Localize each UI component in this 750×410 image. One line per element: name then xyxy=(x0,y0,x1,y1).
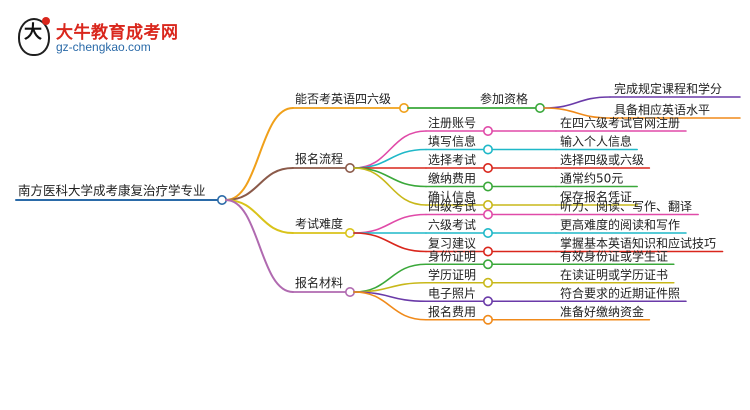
root-node-label[interactable]: 南方医科大学成考康复治疗学专业 xyxy=(18,183,206,198)
sub-label-3-0[interactable]: 身份证明 xyxy=(428,248,476,263)
sub-dot-1-2 xyxy=(482,163,493,174)
leaf-label-3-3[interactable]: 准备好缴纳资金 xyxy=(560,304,644,319)
sub-dot-2-1 xyxy=(482,228,493,239)
leaf-label-3-0[interactable]: 有效身份证或学生证 xyxy=(560,248,668,263)
branch-curve-1 xyxy=(225,167,294,201)
sub-dot-1-1 xyxy=(482,144,493,155)
sub-dot-3-3 xyxy=(482,314,493,325)
leaf-label-0-0[interactable]: 完成规定课程和学分 xyxy=(614,81,722,96)
sub-dot-3-2 xyxy=(482,296,493,307)
branch-label-3[interactable]: 报名材料 xyxy=(295,275,343,290)
sub-dot-1-3 xyxy=(482,181,493,192)
leaf-label-1-3[interactable]: 通常约50元 xyxy=(560,171,623,186)
leaf-label-0-1[interactable]: 具备相应英语水平 xyxy=(614,102,710,117)
leaf-label-2-1[interactable]: 更高难度的阅读和写作 xyxy=(560,217,680,232)
sub-label-0-0[interactable]: 参加资格 xyxy=(480,91,528,106)
branch-dot-0 xyxy=(398,103,409,114)
sub-label-1-0[interactable]: 注册账号 xyxy=(428,115,476,130)
site-logo[interactable]: 大 大牛教育成考网 gz-chengkao.com xyxy=(18,16,178,60)
sub-label-2-0[interactable]: 四级考试 xyxy=(428,199,476,214)
sub-dot-1-0 xyxy=(482,126,493,137)
branch-label-1[interactable]: 报名流程 xyxy=(295,151,343,166)
sub-label-3-3[interactable]: 报名费用 xyxy=(428,304,476,319)
branch-curve-2 xyxy=(225,199,294,234)
sub-label-3-2[interactable]: 电子照片 xyxy=(428,286,476,300)
leaf-label-1-0[interactable]: 在四六级考试官网注册 xyxy=(560,115,680,130)
sub-curve-1-3 xyxy=(353,167,427,188)
sub-label-1-3[interactable]: 缴纳费用 xyxy=(428,171,476,186)
leaf-label-2-0[interactable]: 听力、阅读、写作、翻译 xyxy=(560,200,692,214)
leaf-label-1-4[interactable]: 保存报名凭证 xyxy=(560,189,632,204)
sub-dot-3-1 xyxy=(482,277,493,288)
branch-curve-3 xyxy=(225,199,294,293)
logo-glyph: 大 xyxy=(24,22,42,43)
sub-dot-1-4 xyxy=(482,200,493,211)
branch-label-0[interactable]: 能否考英语四六级 xyxy=(295,92,391,106)
sub-dot-2-0 xyxy=(482,209,493,220)
branch-dot-3 xyxy=(344,286,355,297)
sub-dot-3-0 xyxy=(482,259,493,270)
sub-curve-1-4 xyxy=(353,167,427,206)
leaf-curve-0-0 xyxy=(543,96,611,109)
leaf-label-3-1[interactable]: 在读证明或学历证书 xyxy=(560,267,668,282)
logo-mark-icon: 大 xyxy=(18,17,50,56)
sub-label-1-2[interactable]: 选择考试 xyxy=(428,152,476,167)
leaf-label-2-2[interactable]: 掌握基本英语知识和应试技巧 xyxy=(560,236,716,251)
sub-label-2-2[interactable]: 复习建议 xyxy=(428,237,476,251)
branch-dot-1 xyxy=(344,163,355,174)
leaf-label-1-1[interactable]: 输入个人信息 xyxy=(560,134,632,149)
logo-url: gz-chengkao.com xyxy=(56,40,151,54)
sub-curve-1-1 xyxy=(353,148,427,169)
leaf-label-3-2[interactable]: 符合要求的近期证件照 xyxy=(560,285,680,300)
leaf-label-1-2[interactable]: 选择四级或六级 xyxy=(560,153,644,167)
sub-dot-0-0 xyxy=(534,103,545,114)
leaf-curve-0-1 xyxy=(543,107,611,119)
branch-curve-0 xyxy=(225,107,294,201)
sub-dot-2-2 xyxy=(482,246,493,257)
branch-dot-2 xyxy=(344,228,355,239)
sub-curve-2-0 xyxy=(353,213,427,234)
sub-label-1-4[interactable]: 确认信息 xyxy=(428,189,476,204)
sub-label-3-1[interactable]: 学历证明 xyxy=(428,267,476,282)
logo-dot-icon xyxy=(42,17,50,25)
logo-title: 大牛教育成考网 xyxy=(56,23,179,43)
branch-label-2[interactable]: 考试难度 xyxy=(295,216,343,231)
sub-label-2-1[interactable]: 六级考试 xyxy=(428,217,476,232)
sub-curve-2-2 xyxy=(353,232,427,253)
root-connector-dot xyxy=(217,195,228,206)
sub-label-1-1[interactable]: 填写信息 xyxy=(428,134,476,149)
sub-curve-3-3 xyxy=(353,291,427,321)
